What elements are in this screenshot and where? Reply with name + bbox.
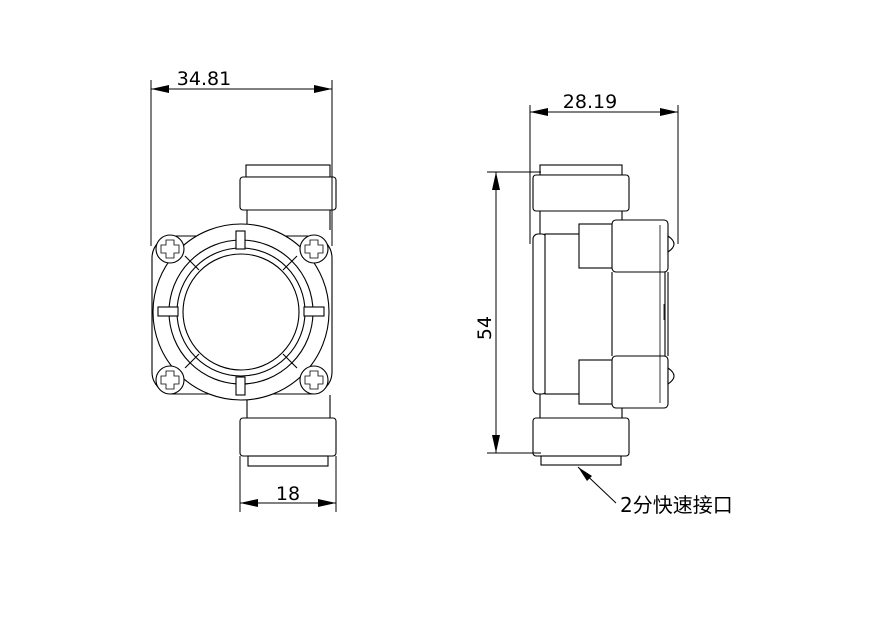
screw-icon	[155, 365, 185, 395]
connector-label: 2分快速接口	[620, 493, 733, 517]
screw-icon	[299, 234, 329, 264]
height-dimension: 54	[474, 171, 541, 454]
side-view: 28.19 54 2分快速接口	[474, 91, 733, 517]
front-ribs	[157, 230, 325, 396]
side-width-dimension: 28.19	[529, 91, 679, 244]
side-body	[532, 219, 675, 409]
front-width-label: 34.81	[177, 68, 231, 90]
side-top-connector	[532, 164, 630, 235]
height-label: 54	[474, 316, 496, 340]
front-top-connector	[239, 164, 337, 230]
front-width-dimension: 34.81	[150, 68, 333, 246]
front-bottom-connector	[239, 395, 337, 467]
screw-icon	[155, 234, 185, 264]
screw-icon	[299, 365, 329, 395]
side-width-label: 28.19	[563, 91, 617, 113]
front-view: 34.81 18	[150, 68, 337, 512]
port-width-dimension: 18	[239, 456, 337, 512]
port-width-label: 18	[276, 483, 300, 505]
connector-annotation: 2分快速接口	[577, 466, 733, 517]
front-body	[151, 223, 333, 401]
